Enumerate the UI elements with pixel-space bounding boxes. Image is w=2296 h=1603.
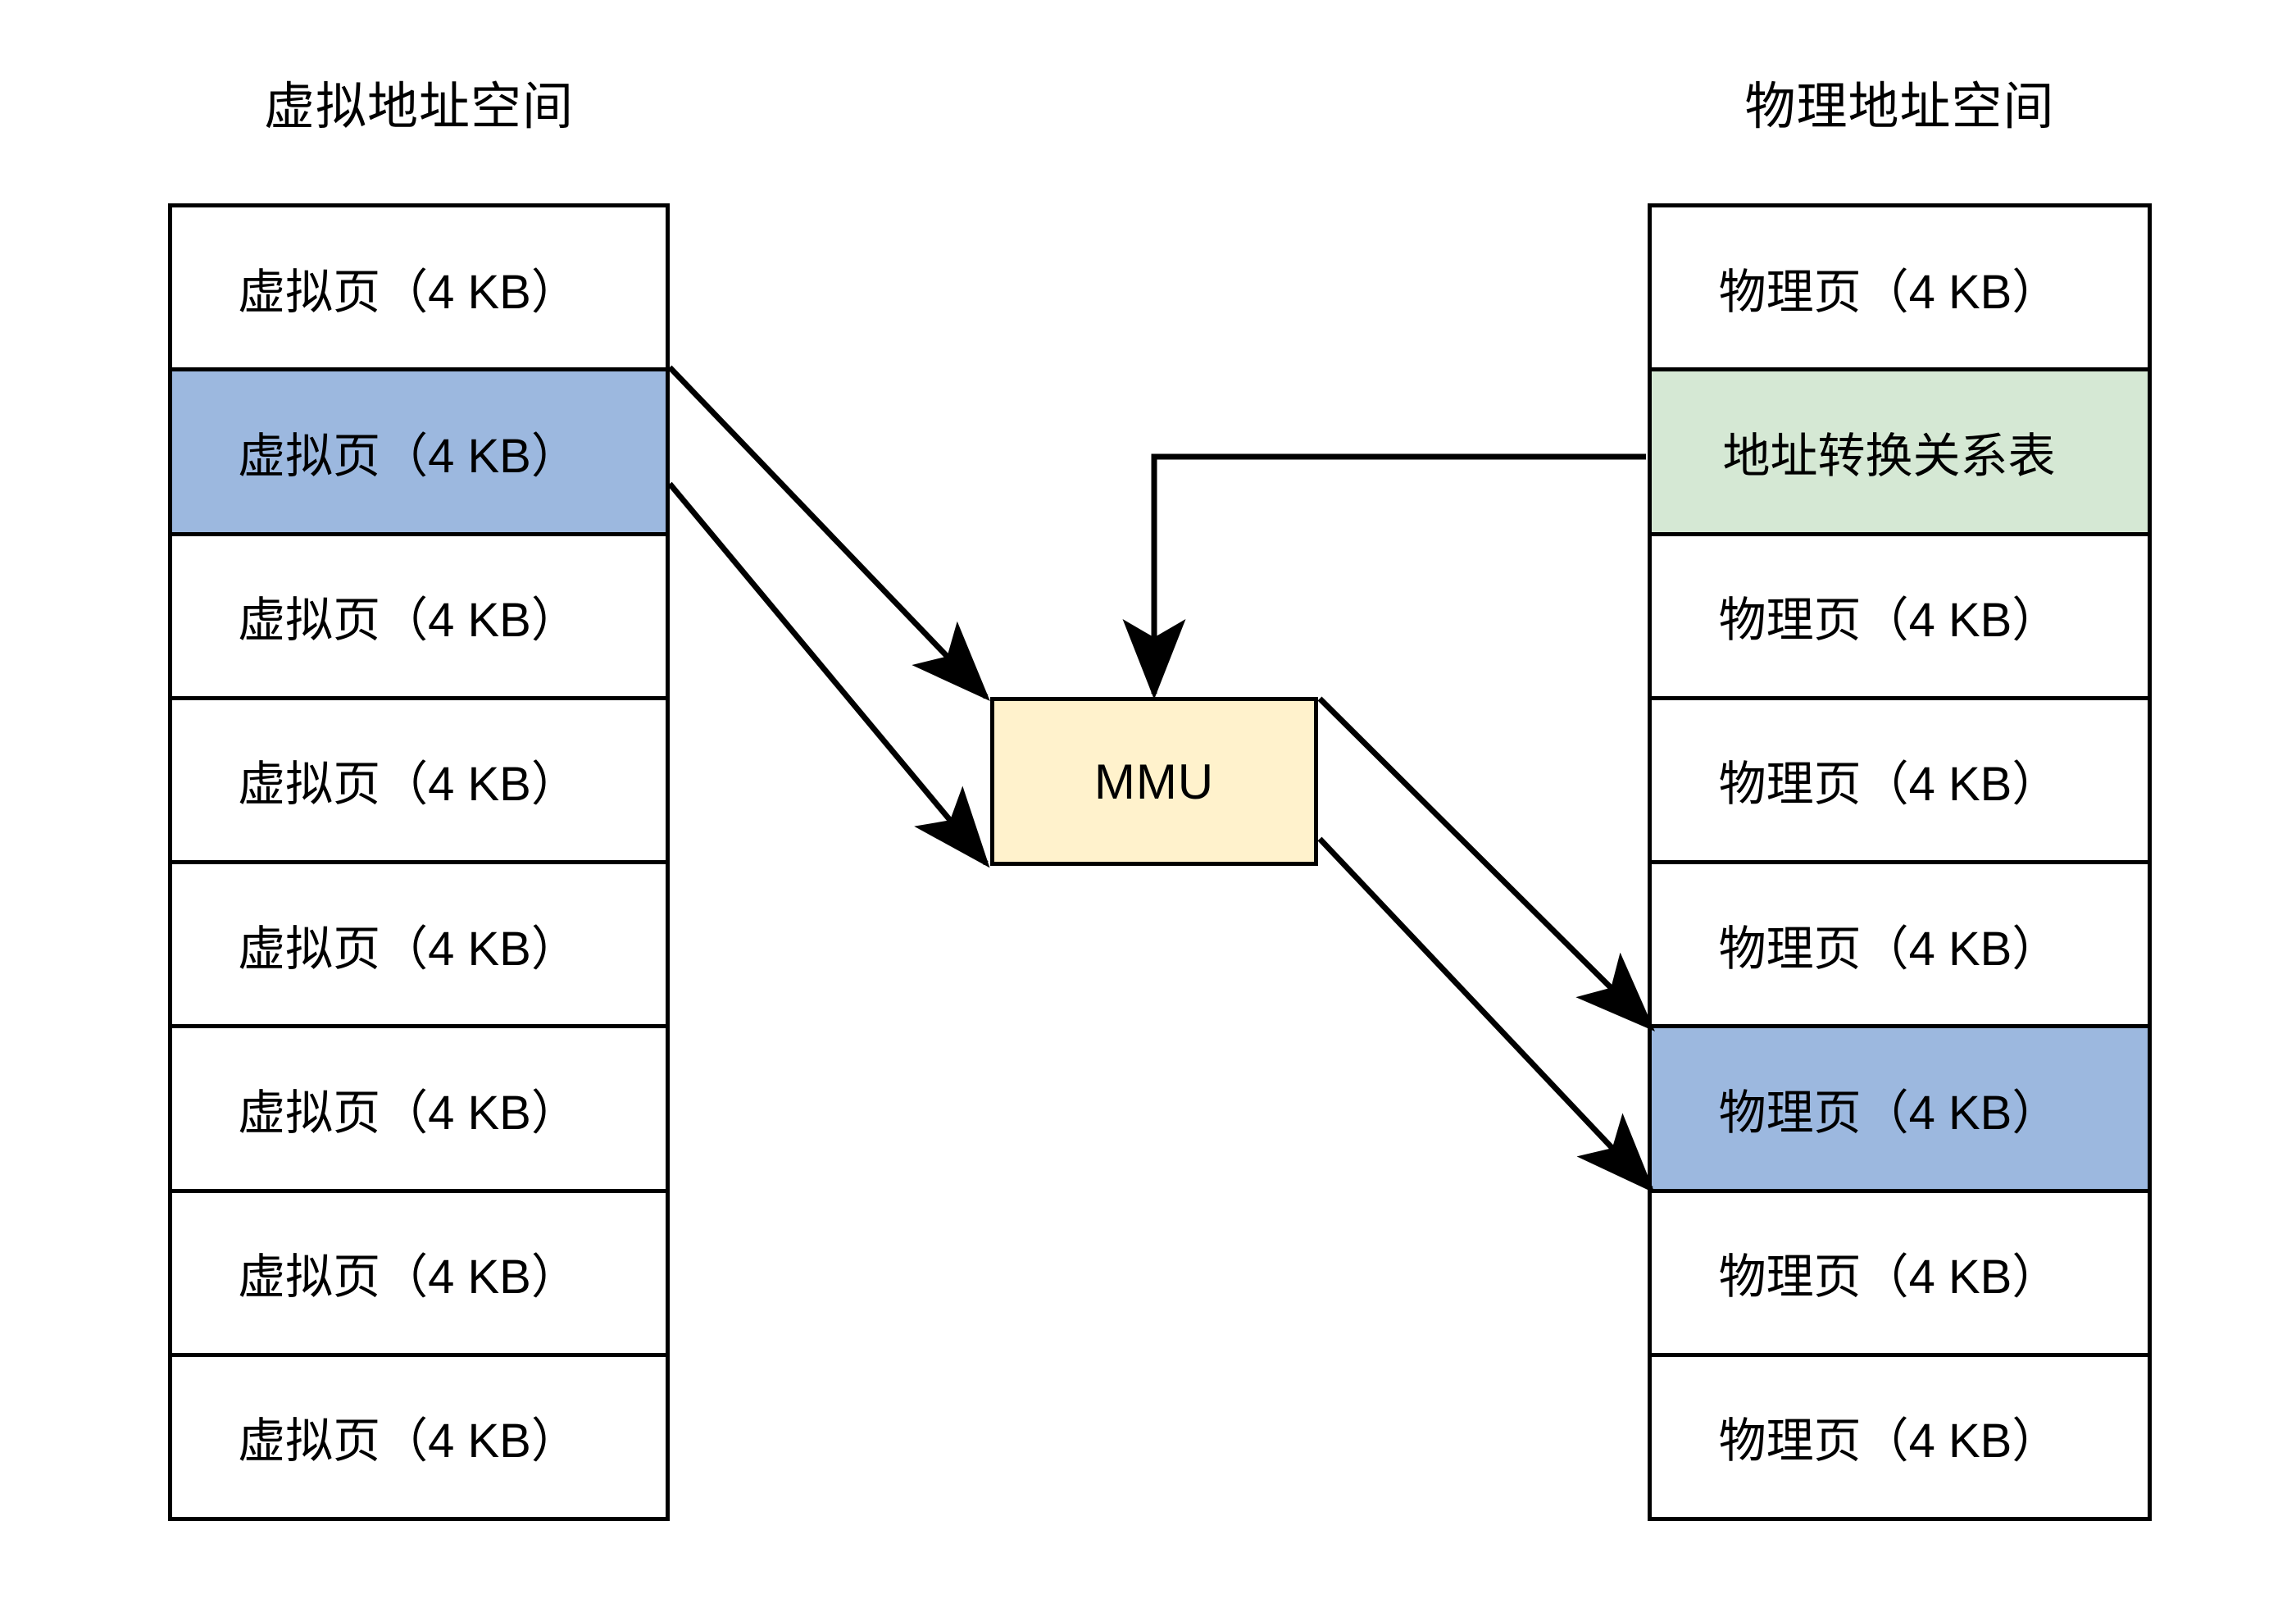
virtual-page-to-mmu-upper-arrow [667, 365, 990, 702]
virtual-page-to-mmu-lower-arrow [667, 481, 990, 868]
physical-page-row[interactable]: 物理页（4 KB） [1652, 864, 2148, 1029]
virtual-page-row[interactable]: 虚拟页（4 KB） [172, 1028, 666, 1193]
physical-page-row[interactable]: 物理页（4 KB） [1652, 1192, 2148, 1357]
physical-page-row-highlighted[interactable]: 物理页（4 KB） [1652, 1028, 2148, 1193]
physical-address-space-table: 物理页（4 KB） 地址转换关系表 物理页（4 KB） 物理页（4 KB） 物理… [1648, 203, 2152, 1521]
virtual-page-row[interactable]: 虚拟页（4 KB） [172, 1356, 666, 1517]
physical-page-row[interactable]: 物理页（4 KB） [1652, 535, 2148, 700]
physical-page-row[interactable]: 物理页（4 KB） [1652, 1356, 2148, 1517]
virtual-page-row-highlighted[interactable]: 虚拟页（4 KB） [172, 371, 666, 536]
mmu-box[interactable]: MMU [990, 697, 1318, 866]
physical-page-row[interactable]: 物理页（4 KB） [1652, 699, 2148, 864]
physical-page-row[interactable]: 物理页（4 KB） [1652, 207, 2148, 372]
address-translation-table-row[interactable]: 地址转换关系表 [1652, 371, 2148, 536]
virtual-page-row[interactable]: 虚拟页（4 KB） [172, 535, 666, 700]
mmu-to-physical-page-upper-arrow [1317, 696, 1655, 1031]
page-table-to-mmu-arrow [1122, 453, 1646, 699]
physical-address-space-title: 物理地址空间 [1744, 79, 2055, 135]
mmu-to-physical-page-lower-arrow [1317, 836, 1655, 1194]
virtual-page-row[interactable]: 虚拟页（4 KB） [172, 207, 666, 372]
virtual-page-row[interactable]: 虚拟页（4 KB） [172, 1192, 666, 1357]
virtual-page-row[interactable]: 虚拟页（4 KB） [172, 864, 666, 1029]
virtual-page-row[interactable]: 虚拟页（4 KB） [172, 699, 666, 864]
virtual-address-space-title: 虚拟地址空间 [263, 79, 574, 135]
virtual-address-space-table: 虚拟页（4 KB） 虚拟页（4 KB） 虚拟页（4 KB） 虚拟页（4 KB） … [168, 203, 670, 1521]
